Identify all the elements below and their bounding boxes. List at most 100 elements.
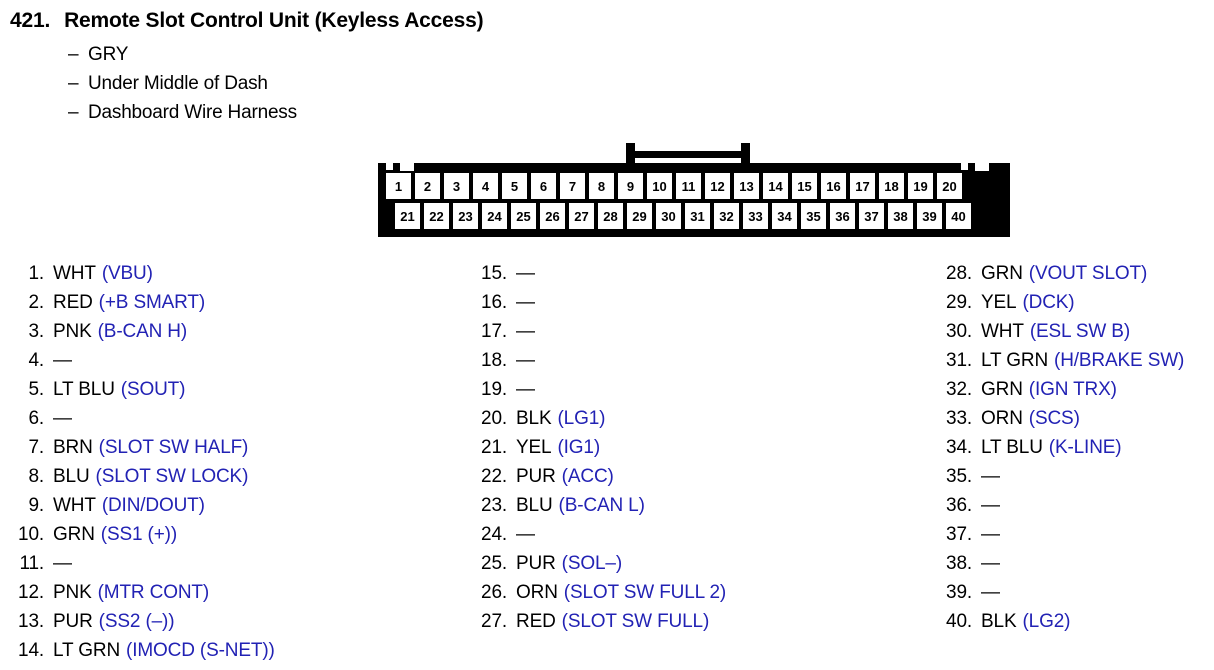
pin-entry-empty-marker: — [516, 292, 535, 313]
pin-entry-empty-marker: — [981, 553, 1000, 574]
pin-entry-wire-color: PUR [53, 611, 93, 632]
pin-list-column-middle: 15.—16.—17.—18.—19.—20.BLK(LG1)21.YEL(IG… [473, 259, 923, 636]
connector-pin-17: 17 [850, 173, 875, 199]
connector-pin-31: 31 [685, 203, 710, 229]
pin-entry-number: 35. [946, 466, 972, 487]
pin-entry-signal-name: (SOUT) [120, 379, 186, 400]
connector-pin-22: 22 [424, 203, 449, 229]
pin-entry-38: 38.— [938, 549, 1214, 578]
connector-pin-16: 16 [821, 173, 846, 199]
pin-entry-3: 3. PNK(B-CAN H) [10, 317, 460, 346]
pin-entry-empty-marker: — [981, 495, 1000, 516]
pin-entry-signal-name: (SS1 (+)) [100, 524, 178, 545]
connector-pin-40: 40 [946, 203, 971, 229]
pin-entry-number: 25. [481, 553, 507, 574]
pin-entry-number: 4. [28, 350, 44, 371]
pin-entry-number: 7. [28, 437, 44, 458]
connector-pin-10: 10 [647, 173, 672, 199]
pin-entry-wire-color: PUR [516, 553, 556, 574]
pin-list-column-left: 1.WHT(VBU)2.RED(+B SMART)3.PNK(B-CAN H)4… [10, 259, 460, 665]
pin-entry-32: 32.GRN(IGN TRX) [938, 375, 1214, 404]
pin-entry-signal-name: (ACC) [561, 466, 614, 487]
pin-entry-wire-color: PNK [53, 321, 92, 342]
pin-entry-signal-name: (+B SMART) [98, 292, 206, 313]
pin-entry-number: 29. [946, 292, 972, 313]
pin-entry-number: 32. [946, 379, 972, 400]
connector-pin-19: 19 [908, 173, 933, 199]
connector-pin-34: 34 [772, 203, 797, 229]
pin-entry-24: 24.— [473, 520, 923, 549]
pin-entry-empty-marker: — [981, 466, 1000, 487]
pin-entry-4: 4.— [10, 346, 460, 375]
pin-entry-signal-name: (DIN/DOUT) [101, 495, 205, 516]
connector-pin-25: 25 [511, 203, 536, 229]
pin-entry-number: 15. [481, 263, 507, 284]
pin-entry-number: 2. [28, 292, 44, 313]
pin-entry-36: 36. — [938, 491, 1214, 520]
pin-entry-40: 40.BLK(LG2) [938, 607, 1214, 636]
pin-entry-37: 37. — [938, 520, 1214, 549]
connector-pin-15: 15 [792, 173, 817, 199]
bullet-dash-icon: – [68, 73, 79, 94]
pin-entry-number: 27. [481, 611, 507, 632]
connector-notch-top-right [961, 163, 968, 170]
pin-entry-signal-name: (LG2) [1022, 611, 1071, 632]
connector-pin-9: 9 [618, 173, 643, 199]
pin-entry-signal-name: (SLOT SW HALF) [98, 437, 249, 458]
pin-entry-signal-name: (SS2 (–)) [98, 611, 175, 632]
pin-entry-1: 1.WHT(VBU) [10, 259, 460, 288]
pin-entry-10: 10.GRN(SS1 (+)) [10, 520, 460, 549]
pin-entry-signal-name: (B-CAN H) [97, 321, 188, 342]
pin-entry-empty-marker: — [53, 553, 72, 574]
pin-entry-number: 36. [946, 495, 972, 516]
connector-pin-38: 38 [888, 203, 913, 229]
section-title: Remote Slot Control Unit (Keyless Access… [64, 9, 484, 32]
connector-pin-29: 29 [627, 203, 652, 229]
pin-entry-number: 17. [481, 321, 507, 342]
connector-latch-bracket [626, 143, 750, 167]
connector-pin-7: 7 [560, 173, 585, 199]
pin-entry-wire-color: WHT [53, 263, 96, 284]
pin-entry-empty-marker: — [53, 408, 72, 429]
pin-entry-5: 5.LT BLU(SOUT) [10, 375, 460, 404]
pin-entry-signal-name: (H/BRAKE SW) [1054, 350, 1185, 371]
pin-entry-21: 21.YEL(IG1) [473, 433, 923, 462]
connector-pin-37: 37 [859, 203, 884, 229]
pin-entry-number: 22. [481, 466, 507, 487]
attribute-text: Under Middle of Dash [88, 73, 268, 94]
pin-entry-25: 25.PUR(SOL–) [473, 549, 923, 578]
connector-pin-1: 1 [386, 173, 411, 199]
connector-notch-top-right-step [975, 163, 989, 171]
connector-pin-5: 5 [502, 173, 527, 199]
pin-entry-30: 30.WHT(ESL SW B) [938, 317, 1214, 346]
pin-entry-empty-marker: — [981, 582, 1000, 603]
pin-entry-wire-color: PNK [53, 582, 92, 603]
latch-right-post [741, 143, 750, 167]
pin-entry-number: 37. [946, 524, 972, 545]
pin-entry-35: 35. — [938, 462, 1214, 491]
attribute-line-harness: –Dashboard Wire Harness [68, 102, 297, 124]
pin-entry-34: 34.LT BLU(K-LINE) [938, 433, 1214, 462]
pin-entry-wire-color: RED [53, 292, 93, 313]
pin-entry-number: 28. [946, 263, 972, 284]
pin-entry-number: 3. [28, 321, 44, 342]
pin-entry-empty-marker: — [981, 524, 1000, 545]
pin-entry-39: 39.— [938, 578, 1214, 607]
pin-entry-14: 14.LT GRN(IMOCD (S-NET)) [10, 636, 460, 665]
connector-pin-26: 26 [540, 203, 565, 229]
pin-entry-22: 22.PUR(ACC) [473, 462, 923, 491]
connector-pin-36: 36 [830, 203, 855, 229]
page-title: 421.Remote Slot Control Unit (Keyless Ac… [10, 9, 484, 33]
connector-pin-8: 8 [589, 173, 614, 199]
connector-pin-30: 30 [656, 203, 681, 229]
connector-pin-39: 39 [917, 203, 942, 229]
connector-pin-23: 23 [453, 203, 478, 229]
attribute-text: Dashboard Wire Harness [88, 102, 297, 123]
pin-entry-number: 20. [481, 408, 507, 429]
connector-pin-14: 14 [763, 173, 788, 199]
pin-entry-wire-color: LT GRN [981, 350, 1049, 371]
pin-entry-wire-color: BLU [516, 495, 553, 516]
pin-entry-signal-name: (B-CAN L) [558, 495, 645, 516]
